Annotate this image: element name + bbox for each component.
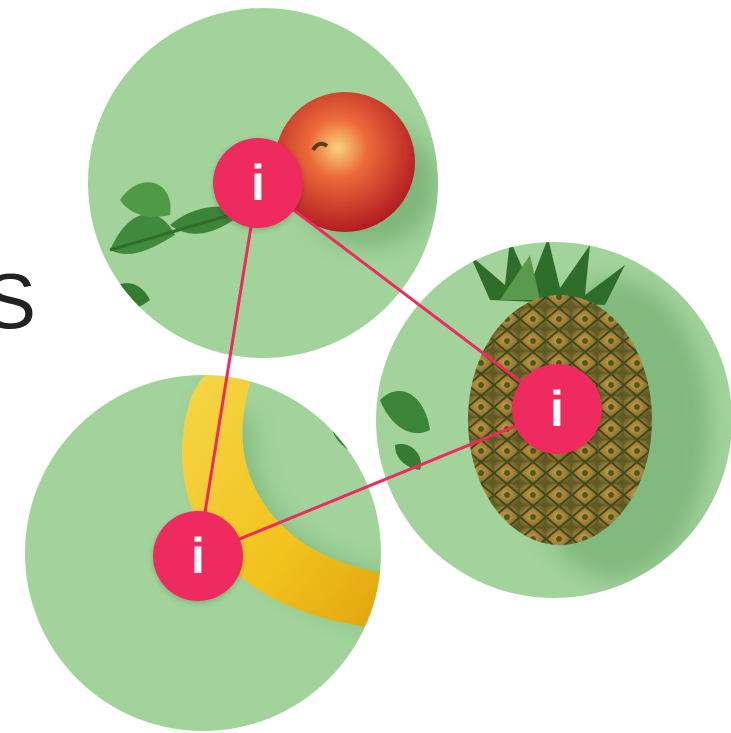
pineapple-info-button[interactable]: i	[512, 364, 602, 454]
apple-info-button[interactable]: i	[213, 138, 303, 228]
banana-info-button[interactable]: i	[153, 511, 243, 601]
